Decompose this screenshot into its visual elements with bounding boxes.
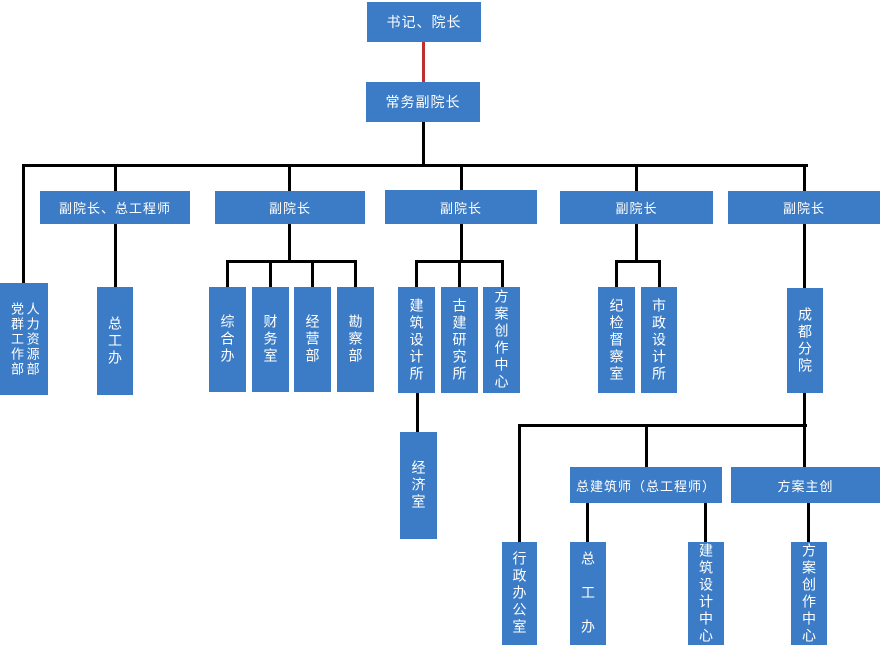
connector-line (354, 260, 357, 288)
connector-line (460, 224, 463, 263)
hr-dept-label: 人力资源部 (24, 301, 40, 377)
org-node-vice-president-2: 副院长 (385, 190, 537, 224)
connector-line (586, 502, 589, 543)
org-node-economics-office: 经济室 (400, 432, 437, 539)
connector-line (114, 224, 117, 288)
connector-line (226, 260, 229, 288)
org-node-party-hr-dept: 党群工作部 人力资源部 (0, 283, 48, 395)
org-node-finance-office: 财务室 (252, 287, 289, 392)
org-node-municipal-design-institute: 市政设计所 (641, 287, 677, 393)
org-node-ancient-architecture-research-institute: 古建研究所 (441, 287, 478, 393)
connector-line (635, 164, 638, 192)
connector-line (518, 424, 807, 427)
connector-line (22, 164, 808, 167)
org-node-scheme-lead: 方案主创 (731, 467, 880, 503)
org-node-chief-architect: 总建筑师（总工程师） (570, 467, 722, 503)
connector-line (635, 224, 638, 263)
org-node-scheme-creation-center: 方案创作中心 (483, 287, 520, 393)
party-masses-dept-label: 党群工作部 (9, 301, 24, 377)
connector-line (269, 260, 272, 288)
org-node-secretary-president: 书记、院长 (367, 2, 481, 42)
connector-line (645, 424, 648, 468)
connector-line (501, 260, 504, 288)
org-node-vp-chief-engineer: 副院长、总工程师 (40, 191, 190, 224)
org-node-discipline-inspection-office: 纪检督察室 (598, 287, 635, 393)
connector-line (288, 164, 291, 192)
connector-line (807, 502, 810, 543)
org-node-general-office: 综合办 (209, 287, 246, 392)
red-connector-line (422, 42, 425, 82)
connector-line (422, 122, 425, 166)
org-node-executive-vice-president: 常务副院长 (366, 82, 480, 122)
org-node-vice-president-3: 副院长 (560, 191, 713, 224)
org-node-chief-engineer-office-branch: 总 工 办 (570, 542, 606, 645)
connector-line (416, 393, 419, 433)
connector-line (311, 260, 314, 288)
org-node-operations-dept: 经营部 (294, 287, 331, 392)
connector-line (704, 502, 707, 543)
connector-line (288, 224, 291, 263)
org-node-survey-dept: 勘察部 (337, 287, 374, 392)
connector-line (114, 164, 117, 192)
org-node-vice-president-4: 副院长 (728, 191, 880, 224)
connector-line (615, 260, 618, 288)
connector-line (458, 260, 461, 288)
org-node-chief-engineer-office: 总工办 (97, 287, 133, 395)
connector-line (803, 424, 806, 468)
connector-line (22, 164, 25, 284)
connector-line (658, 260, 661, 288)
org-node-scheme-creation-center-branch: 方案创作中心 (791, 542, 827, 645)
org-node-architectural-design-center: 建筑设计中心 (688, 542, 724, 645)
connector-line (803, 393, 806, 427)
connector-line (803, 164, 806, 192)
connector-line (226, 260, 357, 263)
org-node-administrative-office: 行政办公室 (502, 542, 537, 645)
connector-line (460, 164, 463, 191)
connector-line (518, 424, 521, 543)
connector-line (415, 260, 418, 288)
org-node-chengdu-branch: 成都分院 (787, 288, 823, 393)
org-node-vice-president-1: 副院长 (215, 191, 365, 224)
connector-line (803, 224, 806, 289)
connector-line (615, 260, 661, 263)
org-node-architectural-design-institute: 建筑设计所 (398, 287, 435, 393)
